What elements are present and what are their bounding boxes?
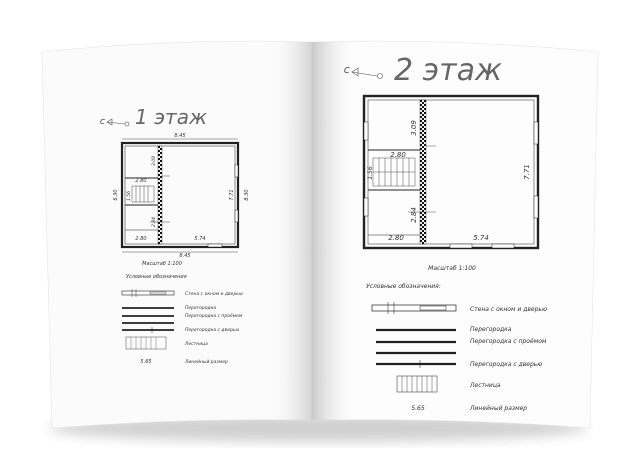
- compass-icon: С: [100, 118, 130, 127]
- right-legend-title: Условные обозначения:: [366, 283, 441, 290]
- dim-right-outer: 8.30: [244, 189, 250, 200]
- dim2-upper-divider: 3.09: [410, 120, 418, 136]
- dim-upper-divider: 3.09: [151, 156, 157, 166]
- right-page-title: 2 этаж: [394, 53, 502, 88]
- dim2-bottom-right: 5.74: [473, 234, 489, 242]
- right-legend-dim-sample: 5.65: [411, 405, 425, 412]
- left-page: С 1 этаж 8.45: [41, 40, 313, 429]
- left-legend-item-stairs: Лестница: [184, 341, 208, 347]
- right-legend-item-wall: Стена с окном и дверью: [470, 306, 547, 313]
- left-legend-title: Условные обозначения: [126, 274, 187, 280]
- left-legend-item-partition: Перегородка: [185, 305, 216, 311]
- dim-top: 8.45: [174, 133, 185, 139]
- dim-bottom-left: 2.80: [135, 236, 146, 242]
- dim2-middle-left: 1.56: [367, 166, 374, 180]
- right-legend-item-partition-door: Перегородка с дверью: [470, 361, 542, 368]
- right-legend-item-partition: Перегородка: [470, 326, 512, 333]
- dim2-middle-divider: 2.84: [410, 207, 418, 223]
- compass-icon-2: С: [344, 66, 383, 79]
- floor-plan-1: 8.45 2.80 6.30 8.30 7.7: [113, 133, 250, 259]
- dim-middle-left: 1.56: [126, 191, 132, 201]
- right-legend-item-stairs: Лестница: [469, 382, 501, 389]
- left-scale: Масштаб 1:100: [142, 261, 182, 267]
- dim-stair-width: 2.80: [135, 178, 146, 184]
- dim2-stair-width: 2.80: [390, 151, 406, 159]
- dim-middle-divider: 2.84: [151, 217, 157, 227]
- left-legend: Условные обозначения 5.65 Стен: [121, 274, 243, 365]
- dim-bottom-outer: 8.45: [179, 253, 190, 259]
- right-page: С 2 этаж: [311, 40, 599, 429]
- right-legend: Условные обозначения: 5.65: [366, 283, 547, 412]
- left-legend-item-partition-door: Перегородка с дверью: [185, 327, 239, 333]
- dim2-right-inner: 7.71: [523, 164, 531, 180]
- right-scale: Масштаб 1:100: [428, 265, 476, 272]
- left-legend-item-wall: Стена с окном и дверью: [185, 291, 243, 297]
- left-legend-dim-sample: 5.65: [140, 359, 151, 365]
- right-legend-item-dimension: Линейный размер: [469, 405, 527, 412]
- compass-label: С: [100, 118, 105, 126]
- left-page-title: 1 этаж: [135, 105, 207, 129]
- dim-left: 6.30: [113, 189, 119, 200]
- compass-label-2: С: [344, 66, 350, 75]
- right-legend-item-partition-opening: Перегородка с проёмом: [470, 338, 547, 345]
- dim2-bottom-left: 2.80: [388, 234, 404, 242]
- left-legend-item-dimension: Линейный размер: [184, 359, 228, 365]
- dim-right-inner: 7.71: [229, 189, 235, 200]
- dim-bottom-right: 5.74: [194, 236, 205, 242]
- floor-plan-2: 3.09 2.80 1.56 7.71 2.84 2.80 5.74: [362, 94, 540, 250]
- left-legend-item-partition-opening: Перегородка с проёмом: [185, 313, 243, 319]
